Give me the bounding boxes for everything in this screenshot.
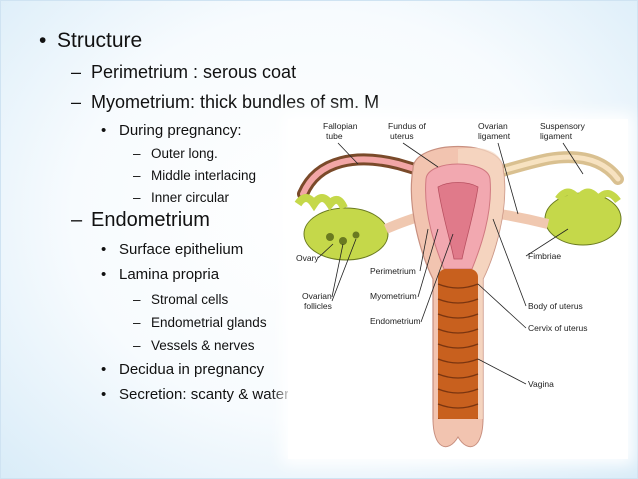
label-endometrium: Endometrium [370, 316, 421, 326]
vagina-rugae [437, 269, 479, 429]
bullet-myometrium: –Myometrium: thick bundles of sm. M [71, 92, 380, 112]
bullet-endometrial-glands: –Endometrial glands [133, 315, 267, 330]
label-fundus-2: uterus [390, 131, 414, 141]
right-ovary [544, 192, 622, 246]
label-ovary: Ovary [296, 253, 319, 263]
right-fimbriae [555, 188, 621, 206]
left-fimbriae [294, 194, 348, 212]
bullet-perimetrium: –Perimetrium : serous coat [71, 62, 297, 82]
label-fundus-1: Fundus of [388, 121, 426, 131]
bullet-stromal-cells: –Stromal cells [133, 292, 229, 307]
bullet-endometrium: –Endometrium [71, 209, 210, 231]
bullet-middle-interlacing: –Middle interlacing [133, 168, 257, 183]
label-vagina: Vagina [528, 379, 554, 389]
label-suspensory-ligament-2: ligament [540, 131, 573, 141]
bullet-inner-circular: –Inner circular [133, 190, 230, 205]
bullet-surface-epithelium: •Surface epithelium [101, 241, 244, 258]
label-suspensory-ligament-1: Suspensory [540, 121, 586, 131]
label-cervix-of-uterus: Cervix of uterus [528, 323, 588, 333]
bullet-lamina-propria: •Lamina propria [101, 266, 220, 283]
bullet-structure: •Structure [39, 29, 143, 52]
label-myometrium: Myometrium [370, 291, 417, 301]
bullet-secretion: •Secretion: scanty & watery [101, 386, 297, 403]
label-ovarian-ligament-1: Ovarian [478, 121, 508, 131]
label-ovarian-ligament-2: ligament [478, 131, 511, 141]
bullet-outer-long: –Outer long. [133, 146, 218, 161]
bullet-vessels-nerves: –Vessels & nerves [133, 338, 255, 353]
label-fallopian-tube-2: tube [326, 131, 343, 141]
label-ovarian-follicles-2: follicles [304, 301, 332, 311]
label-perimetrium: Perimetrium [370, 266, 416, 276]
label-fimbriae: Fimbriae [528, 251, 561, 261]
label-body-of-uterus: Body of uterus [528, 301, 583, 311]
bullet-decidua: •Decidua in pregnancy [101, 361, 265, 378]
uterus-diagram: Fallopian tube Fundus of uterus Ovarian … [288, 119, 628, 459]
label-fallopian-tube-1: Fallopian [323, 121, 358, 131]
label-ovarian-follicles-1: Ovarian [302, 291, 332, 301]
uterus-diagram-svg: Fallopian tube Fundus of uterus Ovarian … [294, 121, 624, 448]
left-ovary [303, 207, 389, 261]
bullet-during-pregnancy: •During pregnancy: [101, 122, 242, 139]
